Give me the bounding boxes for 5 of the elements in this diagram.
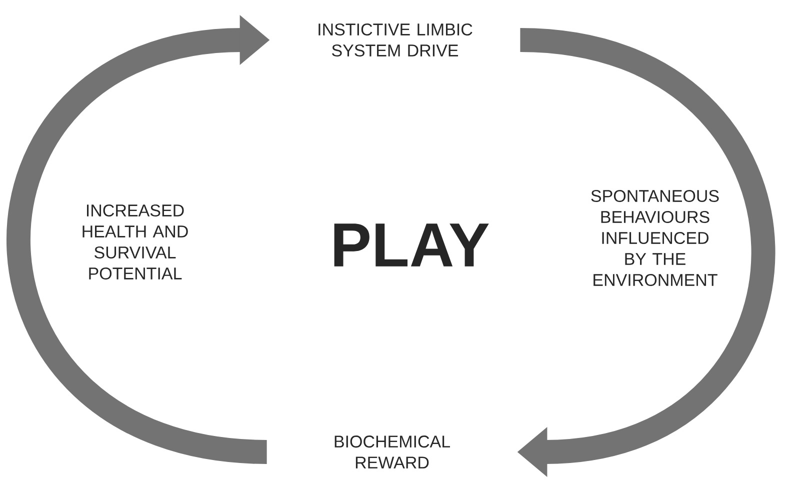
title-text: PLAY xyxy=(334,224,489,266)
label-text: SPONTANEOUS BEHAVIOURS INFLUENCED BY THE ENVIRONMENT xyxy=(591,190,719,286)
node-text: INSTICTIVE LIMBIC SYSTEM DRIVE xyxy=(318,23,472,57)
node-text: BIOCHEMICAL REWARD xyxy=(334,436,450,468)
label-text: INCREASED HEALTH AND SURVIVAL POTENTIAL xyxy=(82,204,188,280)
